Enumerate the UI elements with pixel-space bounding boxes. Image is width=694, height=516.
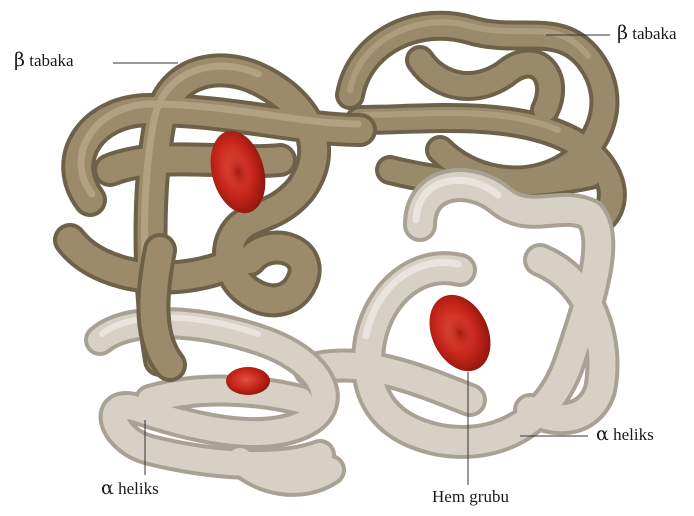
beta-front-strand — [153, 250, 170, 365]
label-alpha-helix-right: α heliks — [596, 423, 654, 445]
heme-group-right — [418, 285, 503, 381]
label-text: Hem grubu — [432, 487, 509, 506]
label-text: tabaka — [632, 24, 676, 43]
heme-group-bottom — [226, 367, 270, 395]
beta-symbol: β — [617, 22, 628, 44]
alpha-symbol: α — [101, 477, 114, 499]
alpha-chain-left — [100, 317, 330, 480]
alpha-symbol: α — [596, 423, 609, 445]
label-heme-group: Hem grubu — [432, 487, 509, 507]
label-beta-sheet-right: β tabaka — [617, 22, 677, 44]
label-alpha-helix-left: α heliks — [101, 477, 159, 499]
beta-symbol: β — [14, 49, 25, 71]
label-text: heliks — [118, 479, 159, 498]
label-text: heliks — [613, 425, 654, 444]
label-beta-sheet-left: β tabaka — [14, 49, 74, 71]
label-text: tabaka — [29, 51, 73, 70]
